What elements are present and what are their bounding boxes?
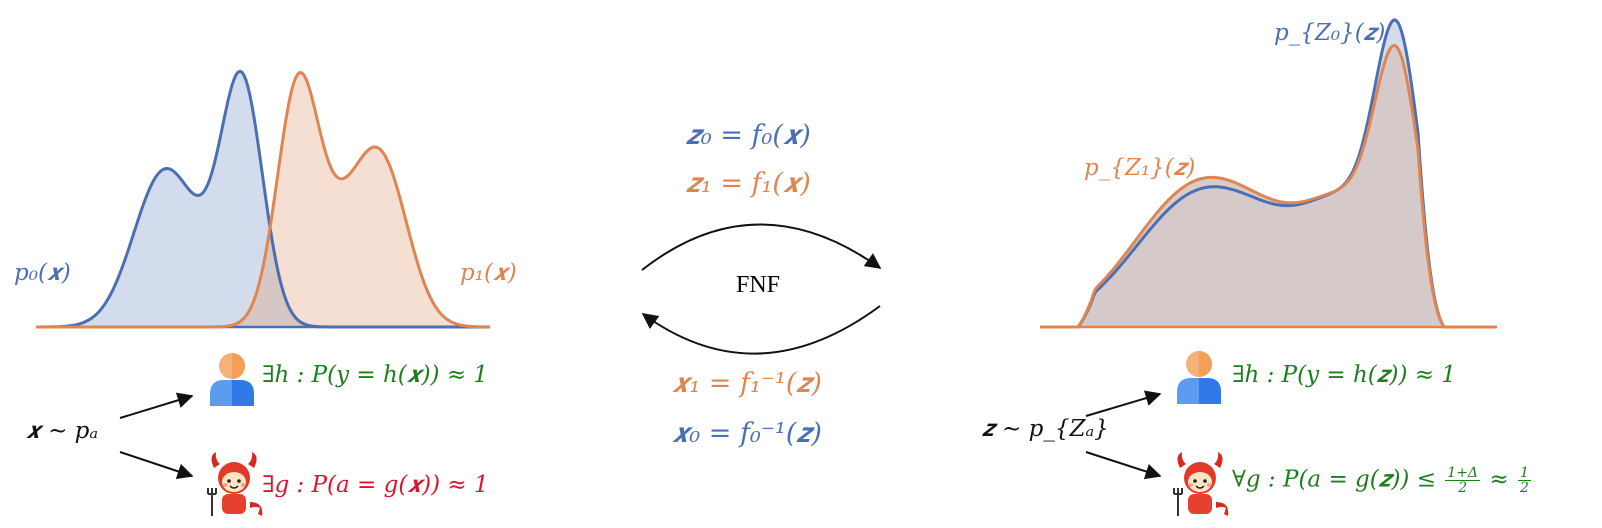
p0-density-curve bbox=[36, 69, 490, 329]
inverse-map-1: 𝒙₁ = f₁⁻¹(𝒛) bbox=[672, 368, 822, 399]
p1-density-fill bbox=[36, 72, 490, 327]
pz0-label: p_{Z₀}(𝒛) bbox=[1274, 20, 1386, 46]
left-arrow-to-adversary bbox=[119, 451, 194, 480]
right-human-statement: ∃h : P(y = h(𝒛)) ≈ 1 bbox=[1232, 362, 1456, 388]
left-sample-label: 𝒙 ∼ pₐ bbox=[26, 418, 99, 444]
pz1-density-curve bbox=[1040, 43, 1496, 329]
right-arrow-to-human bbox=[1085, 390, 1162, 417]
inverse-flow-arrow bbox=[641, 305, 881, 355]
devil-icon bbox=[207, 452, 263, 516]
p0-label: p₀(𝒙) bbox=[14, 260, 71, 286]
right-arrow-to-adversary bbox=[1085, 451, 1162, 480]
person-icon bbox=[210, 353, 254, 406]
p1-label: p₁(𝒙) bbox=[460, 260, 517, 286]
devil-icon bbox=[1173, 452, 1229, 516]
fnf-label: FNF bbox=[736, 272, 781, 298]
pz1-density-fill bbox=[1040, 45, 1497, 327]
left-human-statement: ∃h : P(y = h(𝒙)) ≈ 1 bbox=[262, 362, 489, 388]
approx-symbol: ≈ bbox=[1489, 466, 1509, 493]
forward-map-0: 𝒛₀ = f₀(𝒙) bbox=[686, 120, 811, 151]
density-overlap-fill bbox=[36, 227, 490, 327]
forward-flow-arrow bbox=[641, 223, 882, 271]
p0-density-fill bbox=[36, 71, 490, 327]
right-sample-label: 𝒛 ∼ p_{Zₐ} bbox=[982, 416, 1109, 442]
adversary-bound-prefix: ∀g : P(a = g(𝒛)) ≤ bbox=[1232, 466, 1436, 493]
person-icon bbox=[1177, 351, 1221, 404]
forward-map-1: 𝒛₁ = f₁(𝒙) bbox=[686, 168, 811, 199]
left-density-plot bbox=[36, 69, 491, 329]
left-arrow-to-human bbox=[119, 392, 194, 419]
p1-density-curve bbox=[36, 70, 491, 329]
inverse-map-0: 𝒙₀ = f₀⁻¹(𝒛) bbox=[672, 418, 822, 449]
pz1-label: p_{Z₁}(𝒛) bbox=[1084, 155, 1196, 181]
left-adversary-statement: ∃g : P(a = g(𝒙)) ≈ 1 bbox=[262, 472, 489, 498]
right-density-plot bbox=[1040, 18, 1497, 329]
